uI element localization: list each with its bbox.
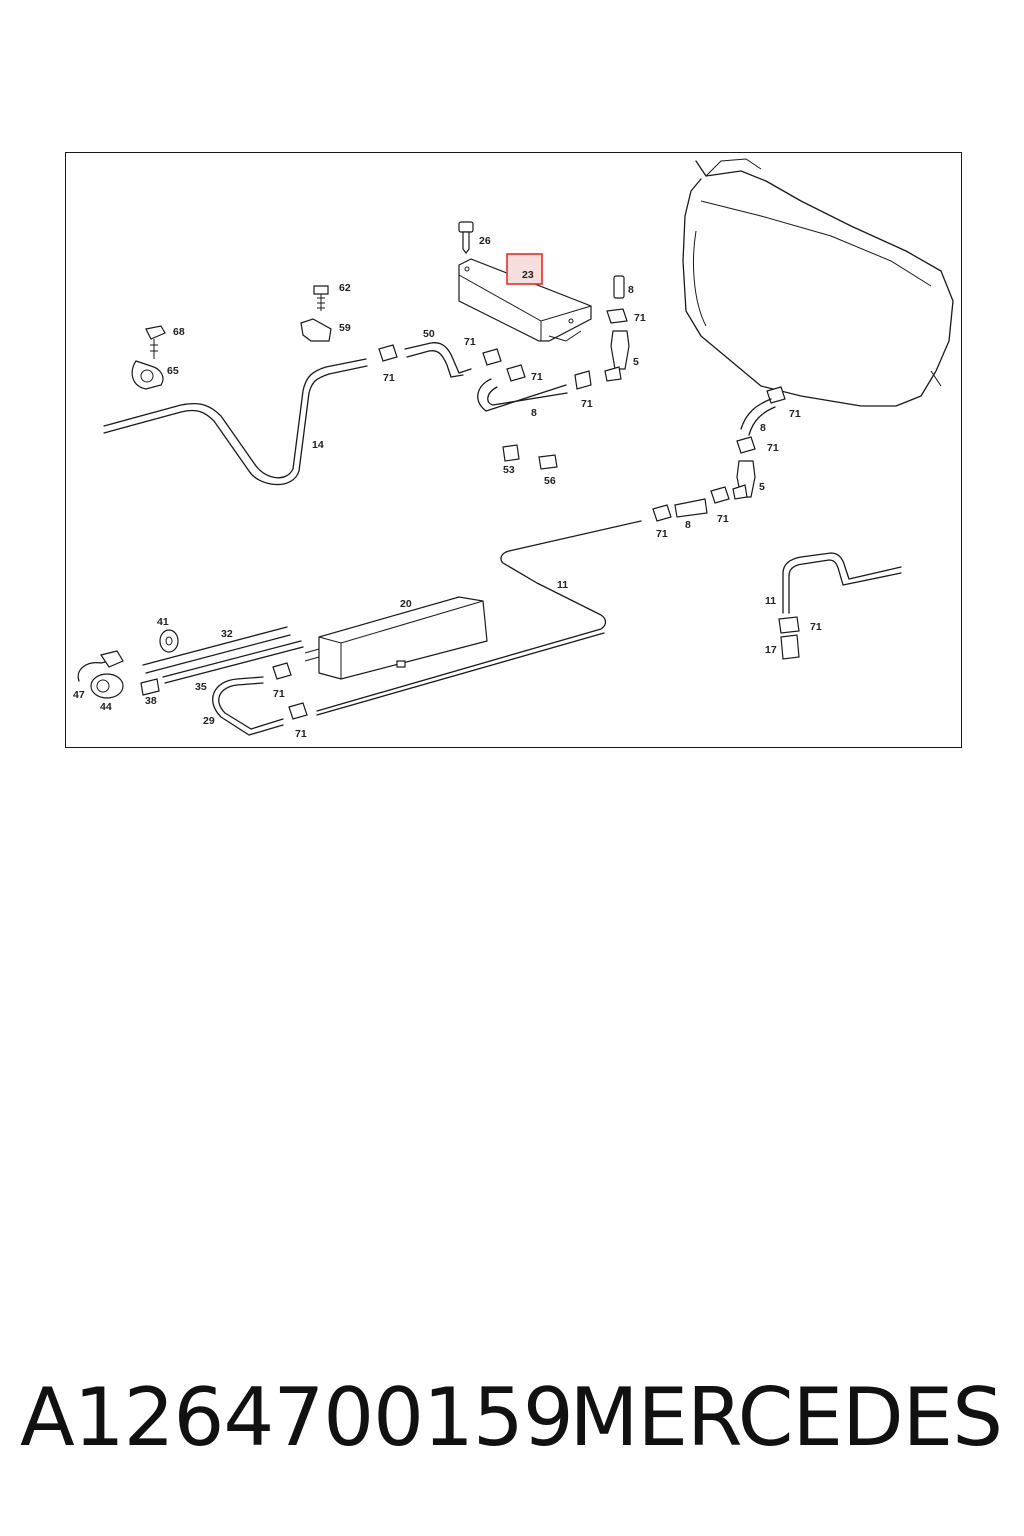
callout-47: 47 [73, 689, 85, 701]
callout-29: 29 [203, 715, 215, 727]
clip-59 [300, 318, 332, 342]
callout-71-c: 71 [531, 371, 543, 383]
callout-5-a: 5 [633, 356, 639, 368]
hose-35 [162, 640, 304, 684]
bolt-68 [145, 325, 166, 359]
callout-35: 35 [195, 681, 207, 693]
parts-diagram: 26 23 62 59 68 65 50 71 71 71 71 71 8 8 … [73, 158, 954, 740]
callout-71-g: 71 [767, 442, 779, 454]
callout-71-f: 71 [789, 408, 801, 420]
callout-53: 53 [503, 464, 515, 476]
highlight-box-23 [506, 253, 543, 285]
grommet-41 [159, 629, 179, 653]
callout-71-a: 71 [383, 372, 395, 384]
callout-14: 14 [312, 439, 324, 451]
callout-71-i: 71 [717, 513, 729, 525]
brand-name: MERCEDES [569, 1371, 1003, 1464]
screw-62 [313, 285, 329, 311]
callout-23: 23 [522, 269, 534, 281]
clip-53 [502, 444, 520, 462]
callout-71-d: 71 [581, 398, 593, 410]
connector-47 [77, 650, 124, 682]
callout-71-b: 71 [464, 336, 476, 348]
footer: A1264700159 MERCEDES [0, 1368, 1024, 1478]
callout-65: 65 [167, 365, 179, 377]
callout-38: 38 [145, 695, 157, 707]
callout-17: 17 [765, 644, 777, 656]
callout-8-a: 8 [628, 284, 634, 296]
valve-5-upper [604, 330, 630, 382]
callout-26: 26 [479, 235, 491, 247]
parts-diagram-frame: 26 23 62 59 68 65 50 71 71 71 71 71 8 8 … [65, 152, 962, 748]
callout-8-d: 8 [685, 519, 691, 531]
callout-71-k: 71 [273, 688, 285, 700]
fuel-line-11-right [782, 552, 902, 614]
callout-50: 50 [423, 328, 435, 340]
callout-71-h: 71 [656, 528, 668, 540]
clamp-65 [131, 360, 164, 390]
callout-5-b: 5 [759, 481, 765, 493]
callout-32: 32 [221, 628, 233, 640]
hose-50 [404, 342, 472, 378]
valve-44 [90, 673, 124, 699]
callout-59: 59 [339, 322, 351, 334]
fuel-line-14 [103, 358, 368, 486]
hose-29 [212, 676, 284, 736]
hose-8-right [613, 275, 625, 299]
callout-8-b: 8 [531, 407, 537, 419]
callout-71-j: 71 [810, 621, 822, 633]
callout-41: 41 [157, 616, 169, 628]
hose-8-lower [740, 398, 776, 436]
bolt-26 [458, 221, 474, 254]
callout-11-a: 11 [557, 579, 568, 591]
callout-71-e: 71 [634, 312, 646, 324]
callout-68: 68 [173, 326, 185, 338]
callout-62: 62 [339, 282, 351, 294]
callout-20: 20 [400, 598, 412, 610]
callout-44: 44 [100, 701, 112, 713]
callout-8-c: 8 [760, 422, 766, 434]
hose-clamps-71 [272, 308, 800, 720]
hose-8-upper [477, 378, 568, 412]
fuel-line-11 [316, 520, 642, 716]
hose-8-middle [674, 498, 708, 518]
part-number: A1264700159 [20, 1371, 574, 1464]
hose-32 [142, 626, 291, 674]
callout-71-l: 71 [295, 728, 307, 740]
fitting-17 [780, 634, 800, 660]
clip-56 [538, 454, 558, 470]
charcoal-canister-20 [304, 596, 488, 680]
callout-11-b: 11 [765, 595, 776, 607]
valve-5-lower [732, 460, 756, 500]
callout-56: 56 [544, 475, 556, 487]
fuel-tank [682, 158, 954, 407]
bracket-23 [458, 258, 592, 342]
hose-38 [140, 678, 160, 696]
